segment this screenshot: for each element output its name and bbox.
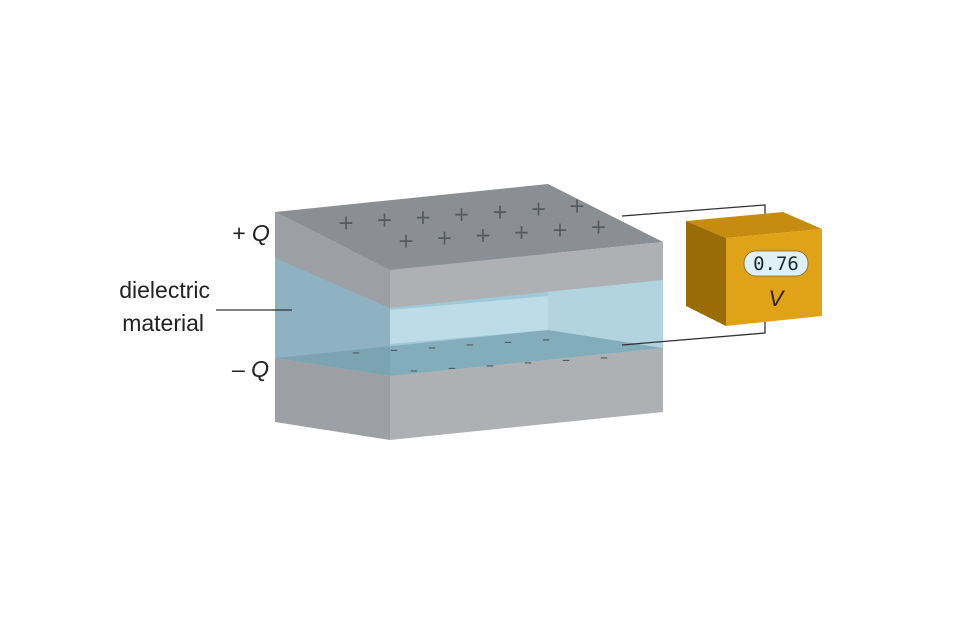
wire-bottom <box>621 322 766 346</box>
negative-charge: – <box>562 350 570 369</box>
positive-charge: + <box>492 199 509 223</box>
dielectric-label-line2: material <box>122 310 204 336</box>
voltmeter-top <box>686 212 822 238</box>
positive-charge: + <box>569 194 586 218</box>
positive-charges: +++++++++++++ <box>338 194 607 253</box>
negative-charge: – <box>390 340 398 359</box>
voltmeter-front <box>726 229 822 326</box>
positive-charge: + <box>530 197 547 221</box>
negative-charge: – <box>542 330 550 349</box>
voltmeter-display <box>743 250 809 277</box>
dielectric-highlight <box>390 296 548 344</box>
negative-charge: – <box>466 335 474 354</box>
negative-charges: –––––––––––– <box>352 330 608 380</box>
negative-charge: – <box>486 355 494 374</box>
positive-charge: + <box>453 202 470 226</box>
dielectric-bottom-shade <box>275 330 663 376</box>
voltmeter: 0.76 V <box>686 212 822 326</box>
negative-charge: – <box>352 343 360 362</box>
plus-q-label: + Q <box>232 220 270 246</box>
negative-charge: – <box>448 358 456 377</box>
negative-charge: – <box>600 348 608 367</box>
positive-charge: + <box>415 205 432 229</box>
voltmeter-side <box>686 221 726 326</box>
voltmeter-unit: V <box>769 286 786 311</box>
positive-charge: + <box>398 229 415 253</box>
upper-plate <box>275 184 663 308</box>
positive-charge: + <box>376 208 393 232</box>
negative-charge: – <box>410 361 418 380</box>
positive-charge: + <box>552 217 569 241</box>
positive-charge: + <box>590 215 607 239</box>
positive-charge: + <box>338 211 355 235</box>
positive-charge: + <box>513 220 530 244</box>
dielectric-label-line1: dielectric <box>119 277 210 303</box>
negative-charge: – <box>524 353 532 372</box>
lower-plate-front <box>390 348 663 440</box>
negative-charge: – <box>428 337 436 356</box>
upper-plate-side <box>275 212 390 308</box>
minus-q-label: – Q <box>231 356 269 382</box>
negative-charge: – <box>504 332 512 351</box>
positive-charge: + <box>436 226 453 250</box>
voltmeter-reading: 0.76 <box>753 253 799 275</box>
upper-plate-top <box>275 184 663 270</box>
upper-plate-front <box>390 242 663 308</box>
lower-plate-side <box>275 358 390 440</box>
positive-charge: + <box>475 223 492 247</box>
